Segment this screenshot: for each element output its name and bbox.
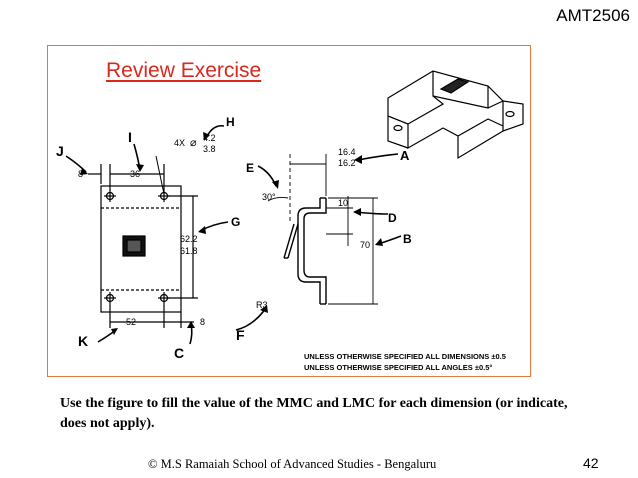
dim-hole-max: 4.2 [203, 133, 216, 143]
callout-J: J [56, 143, 64, 159]
dim-offset: 10 [338, 198, 348, 208]
callout-D: D [388, 211, 397, 225]
isometric-bracket-sketch [387, 70, 524, 160]
callout-A: A [400, 148, 410, 163]
callout-C: C [174, 345, 184, 361]
dim-flange-max: 16.4 [338, 147, 356, 157]
course-code: AMT2506 [556, 6, 630, 25]
note-dimensions: UNLESS OTHERWISE SPECIFIED ALL DIMENSION… [304, 352, 506, 361]
callout-F: F [236, 327, 245, 343]
dim-hole-min: 3.8 [203, 144, 216, 154]
dim-radius: R3 [256, 300, 268, 310]
note-angles: UNLESS OTHERWISE SPECIFIED ALL ANGLES ±0… [304, 363, 492, 372]
callout-B: B [403, 232, 412, 246]
dim-width-ref: 36 [130, 169, 140, 179]
dim-overall-height: 70 [360, 240, 370, 250]
callout-I: I [128, 129, 132, 145]
dim-hole-count: 4X [174, 138, 185, 148]
callout-E: E [246, 161, 254, 175]
dim-height-min: 61.8 [180, 246, 198, 256]
dim-angle: 30° [262, 192, 276, 202]
dim-height-max: 62.2 [180, 234, 198, 244]
engineering-drawing: J I H E G A D B F K C 4X ⌀ 4.2 3.8 8 36 … [56, 70, 524, 372]
dim-bottom-width: 52 [126, 317, 136, 327]
dim-left-ref: 8 [78, 169, 83, 179]
side-view-dimensions [267, 154, 378, 305]
figure-frame: Review Exercise [47, 45, 531, 377]
dim-bottom-ref: 8 [200, 317, 205, 327]
footer-copyright: © M.S Ramaiah School of Advanced Studies… [148, 457, 437, 471]
page-number: 42 [583, 455, 599, 471]
callout-H: H [226, 115, 235, 129]
callout-K: K [78, 333, 88, 349]
dim-hole-symbol: ⌀ [190, 137, 197, 149]
side-view [283, 197, 327, 305]
dim-flange-min: 16.2 [338, 158, 356, 168]
slide-title: Review Exercise [106, 59, 262, 82]
instructions-text: Use the figure to fill the value of the … [60, 396, 568, 431]
callout-G: G [231, 215, 240, 229]
